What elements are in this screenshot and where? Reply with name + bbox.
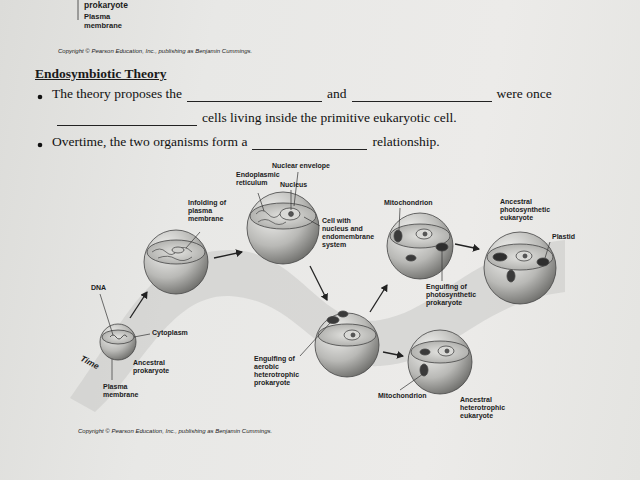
part-label: Endoplasmic reticulum bbox=[236, 171, 284, 187]
copyright-note: Copyright © Pearson Education, Inc., pub… bbox=[58, 48, 378, 55]
part-label: Plastid bbox=[552, 233, 592, 241]
worksheet-heading: Endosymbiotic Theory bbox=[35, 66, 166, 82]
part-label: Engulfing of photosynthetic prokaryote bbox=[426, 283, 482, 307]
part-label: Ancestral photosynthetic eukaryote bbox=[500, 198, 570, 222]
part-label: Ancestral prokaryote bbox=[133, 359, 177, 375]
sentence-text: The theory proposes the bbox=[52, 86, 182, 102]
sentence-text: were once bbox=[497, 86, 552, 102]
fill-in-line: Overtime, the two organisms form a relati… bbox=[52, 134, 440, 150]
part-label: Mitochondrion bbox=[384, 199, 444, 207]
part-label: Mitochondrion bbox=[378, 392, 438, 400]
part-label: prokaryote bbox=[84, 1, 154, 11]
sentence-text: Overtime, the two organisms form a bbox=[52, 134, 247, 150]
fill-in-line: cells living inside the primitive eukary… bbox=[52, 110, 457, 126]
sentence-text: relationship. bbox=[372, 134, 439, 150]
fill-in-line: The theory proposes the and were once bbox=[52, 86, 552, 102]
part-label: Engulfing of aerobic heterotrophic proka… bbox=[254, 355, 310, 387]
part-label: Cell with nucleus and endomembrane syste… bbox=[322, 217, 378, 249]
sentence-text: and bbox=[327, 86, 347, 102]
part-label: DNA bbox=[91, 284, 121, 292]
answer-blank bbox=[252, 136, 367, 150]
part-label: Nuclear envelope bbox=[272, 162, 352, 170]
part-label: Nucleus bbox=[280, 181, 320, 189]
part-label: Ancestral heterotrophic eukaryote bbox=[460, 396, 522, 420]
sentence-text: cells living inside the primitive eukary… bbox=[202, 110, 457, 126]
part-label: Plasma membrane bbox=[84, 13, 126, 30]
answer-blank bbox=[57, 112, 197, 126]
part-label: Cytoplasm bbox=[152, 329, 202, 337]
answer-blank bbox=[187, 88, 322, 102]
part-label: Infolding of plasma membrane bbox=[188, 199, 228, 223]
part-label: Plasma membrane bbox=[103, 383, 145, 399]
answer-blank bbox=[352, 88, 492, 102]
copyright-note: Copyright © Pearson Education, Inc., pub… bbox=[78, 428, 398, 435]
